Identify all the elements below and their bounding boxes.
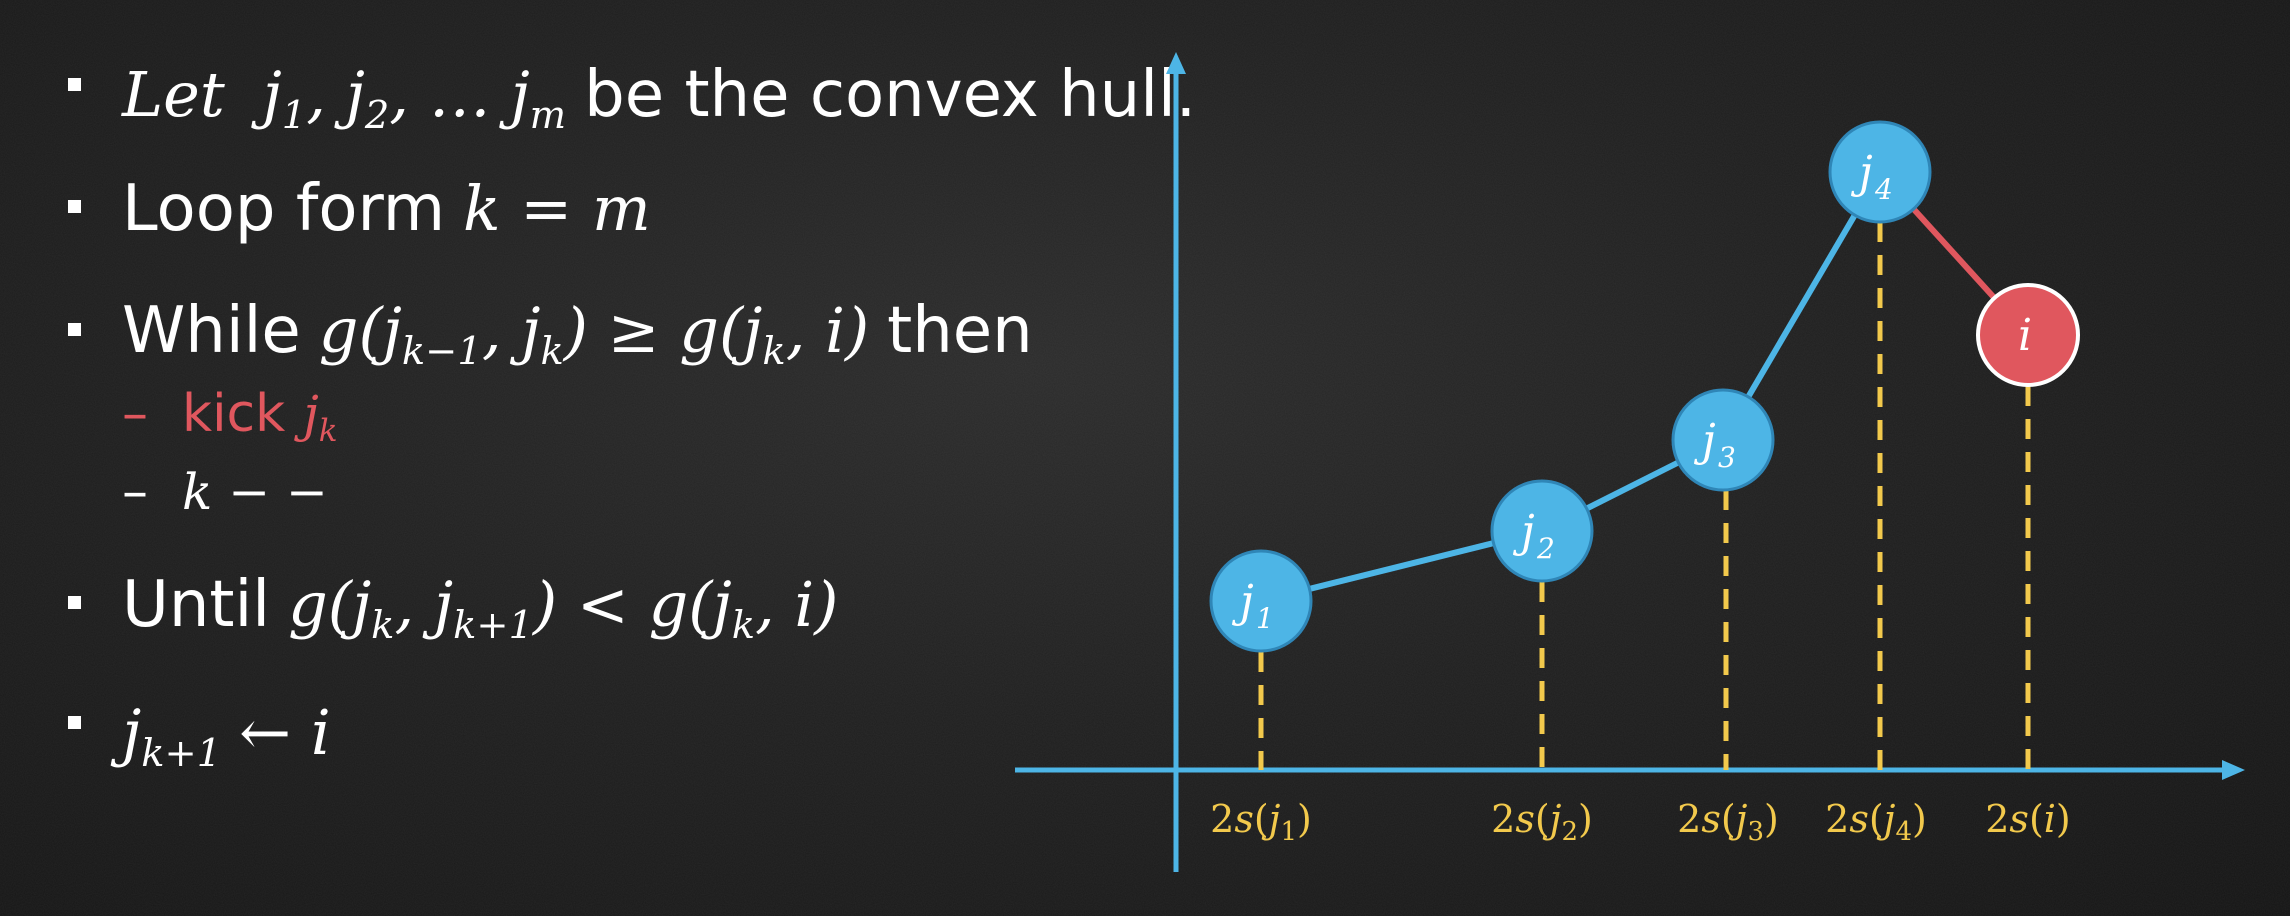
let-text: Let — [122, 58, 225, 131]
sub-item-decrement: – k − − — [122, 462, 328, 522]
hull-edges — [1260, 169, 2031, 604]
node-i-circle — [1976, 283, 2080, 387]
node-j3-sub: 3 — [1718, 441, 1736, 474]
node-j4-sub: 4 — [1874, 173, 1893, 206]
node-j2-circle — [1490, 479, 1594, 583]
axis-label-j4: 2s(j4) — [1825, 797, 1927, 847]
node-j2-sub: 2 — [1536, 532, 1555, 565]
axis-label-j1: 2s(j1) — [1210, 797, 1312, 847]
drop-lines — [1258, 222, 2031, 770]
node-j1-sub: 1 — [1256, 602, 1274, 635]
axes — [1015, 52, 2245, 872]
bullet-assign: jk+1← i — [122, 696, 331, 777]
edge-j3-j4 — [1720, 170, 1883, 442]
node-j1-circle — [1209, 549, 1313, 653]
bullet-marker — [68, 200, 81, 213]
bullet-while: While g(jk−1, jk) ≥ g(jk, i) then — [122, 294, 1033, 375]
x-axis-arrow — [2222, 760, 2245, 780]
node-i-label: i — [2018, 310, 2032, 361]
node-j3: j 3 — [1671, 388, 1775, 492]
sub-item-kick: – kick jk — [122, 384, 338, 449]
axis-labels: 2s(j1) 2s(j2) 2s(j3) 2s(j4) 2s(i) — [1210, 797, 2071, 847]
node-j2: j 2 — [1490, 479, 1594, 583]
bullet-marker — [68, 596, 81, 609]
node-i: i — [1976, 283, 2080, 387]
bullet-marker — [68, 323, 81, 336]
node-j4-circle — [1828, 120, 1932, 224]
node-j3-circle — [1671, 388, 1775, 492]
axis-label-j2: 2s(j2) — [1491, 797, 1593, 847]
convex-hull-text: be the convex hull. — [584, 58, 1197, 132]
bullet-marker — [68, 78, 81, 91]
bullet-loop: Loop form k = m — [122, 172, 651, 246]
node-j1: j 1 — [1209, 549, 1313, 653]
bullet-until: Until g(jk, jk+1) < g(jk, i) — [122, 568, 839, 649]
y-axis-arrow — [1166, 52, 1186, 74]
axis-label-i: 2s(i) — [1985, 797, 2071, 841]
bullet-list: Let j1, j2, … jm be the convex hull. Loo… — [68, 58, 1197, 777]
bullet-marker — [68, 716, 81, 729]
bullet-convex-hull: Let j1, j2, … jm be the convex hull. — [122, 58, 1197, 139]
node-j4: j 4 — [1828, 120, 1932, 224]
axis-label-j3: 2s(j3) — [1677, 797, 1779, 847]
